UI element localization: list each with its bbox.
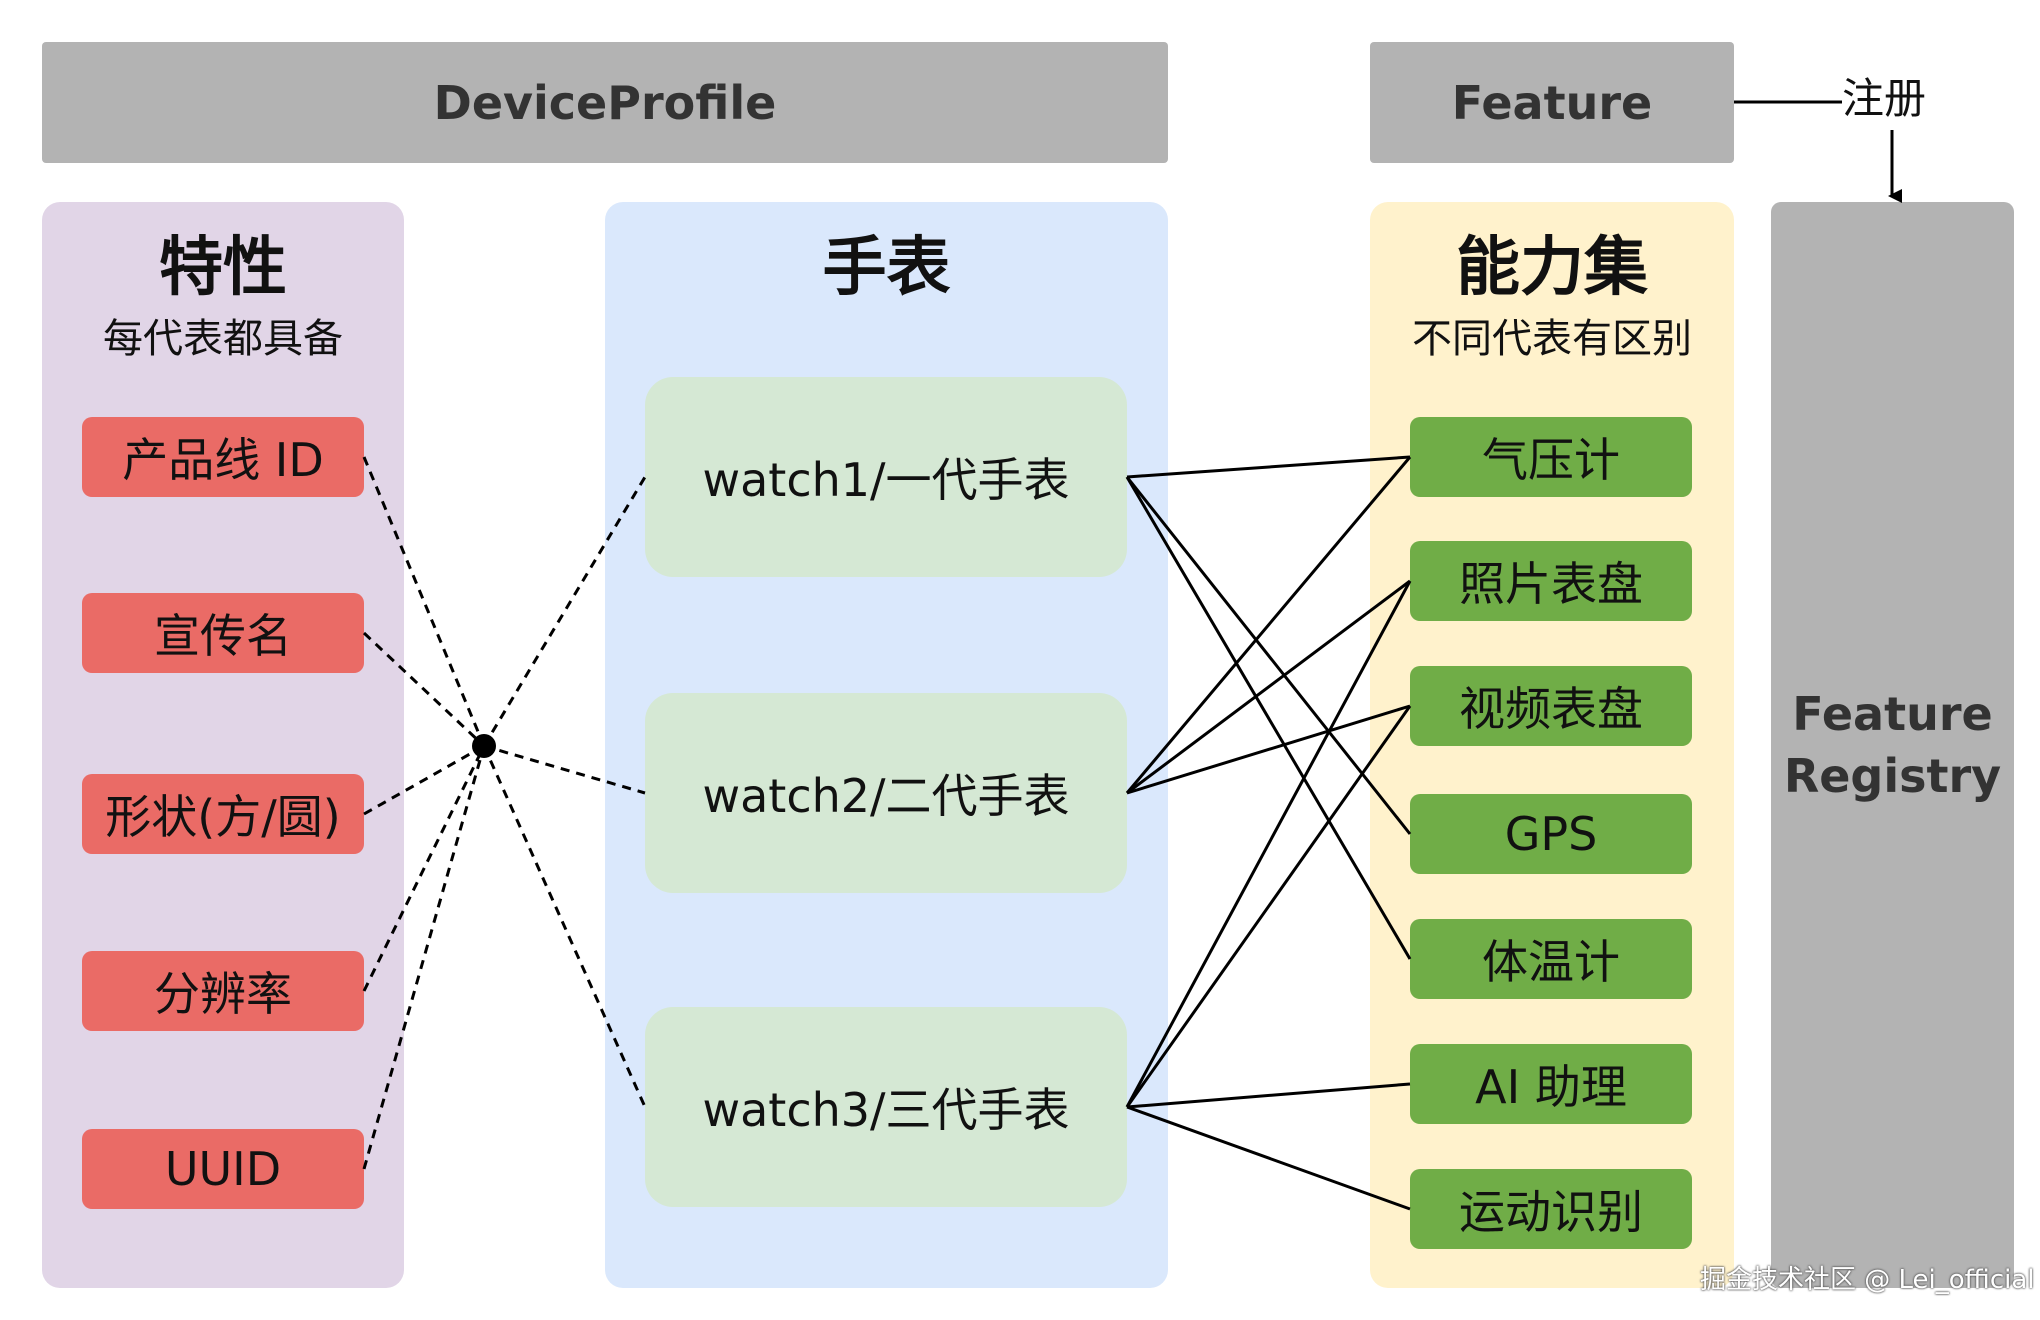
connector-watch1-cap1 — [1126, 455, 1411, 479]
feature-registry-panel: Feature Registry — [1771, 202, 2014, 1288]
traits-title: 特性 — [159, 231, 287, 305]
watch-to-capability-lines — [1125, 455, 1412, 1211]
dashed-line-trait-4 — [362, 745, 486, 992]
dashed-line-trait-3 — [363, 744, 485, 816]
watch-gen2: watch2/二代手表 — [645, 693, 1127, 893]
cap-ai-assistant: AI 助理 — [1410, 1044, 1692, 1124]
junction-dot — [472, 734, 496, 758]
trait-uuid: UUID — [82, 1129, 364, 1209]
connector-watch2-cap2 — [1126, 579, 1411, 795]
dashed-line-watch-3 — [482, 745, 647, 1108]
cap-barometer: 气压计 — [1410, 417, 1692, 497]
trait-product-line-id: 产品线 ID — [82, 417, 364, 497]
trait-to-watch-dashed-lines — [362, 456, 647, 1170]
trait-resolution: 分辨率 — [82, 951, 364, 1031]
connector-watch2-cap3 — [1126, 704, 1411, 795]
dashed-line-trait-2 — [362, 631, 486, 748]
cap-thermometer: 体温计 — [1410, 919, 1692, 999]
trait-marketing-name: 宣传名 — [82, 593, 364, 673]
traits-panel: 特性 每代表都具备 — [42, 202, 404, 1288]
watch-gen3: watch3/三代手表 — [645, 1007, 1127, 1207]
dashed-line-watch-2 — [483, 744, 646, 795]
watch-title: 手表 — [822, 231, 951, 305]
trait-shape: 形状(方/圆) — [82, 774, 364, 854]
connector-watch1-cap5 — [1125, 476, 1412, 960]
connector-watch3-cap3 — [1125, 705, 1412, 1108]
connector-watch3-cap6 — [1126, 1082, 1411, 1109]
watermark: 掘金技术社区 @ Lei_official — [1700, 1265, 2035, 1295]
connector-watch3-cap2 — [1125, 580, 1412, 1108]
dashed-line-trait-1 — [362, 456, 486, 747]
register-label: 注册 — [1842, 74, 1927, 123]
watch-gen1: watch1/一代手表 — [645, 377, 1127, 577]
connector-watch3-cap7 — [1126, 1105, 1411, 1211]
registry-label-line1: Feature — [1792, 686, 1993, 741]
capabilities-title: 能力集 — [1456, 231, 1648, 305]
device-profile-label: DeviceProfile — [433, 75, 777, 130]
device-profile-header: DeviceProfile — [42, 42, 1168, 163]
connector-watch2-cap1 — [1125, 456, 1412, 794]
dashed-line-watch-1 — [482, 476, 647, 747]
register-connector — [1734, 100, 1902, 203]
traits-subtitle: 每代表都具备 — [103, 316, 343, 362]
cap-motion-recognition: 运动识别 — [1410, 1169, 1692, 1249]
capabilities-subtitle: 不同代表有区别 — [1412, 316, 1692, 362]
feature-label: Feature — [1451, 75, 1653, 130]
feature-header: Feature — [1370, 42, 1734, 163]
cap-video-watchface: 视频表盘 — [1410, 666, 1692, 746]
cap-gps: GPS — [1410, 794, 1692, 874]
cap-photo-watchface: 照片表盘 — [1410, 541, 1692, 621]
registry-label-line2: Registry — [1783, 749, 2002, 803]
